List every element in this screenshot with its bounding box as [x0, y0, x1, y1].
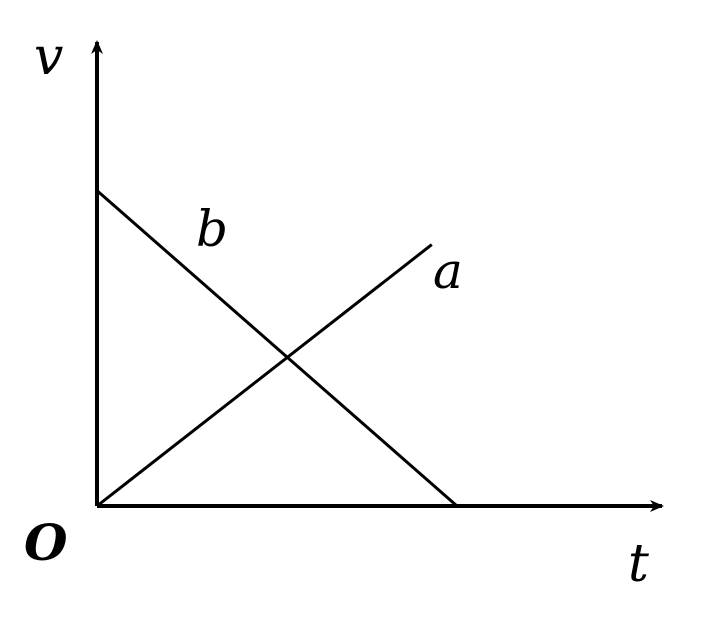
series-label-b: b — [196, 200, 228, 258]
origin-label: O — [24, 513, 68, 572]
series-label-a: a — [433, 242, 463, 300]
series-line-a — [96, 243, 433, 508]
y-axis-label: v — [34, 27, 63, 87]
series-layer: ab — [96, 189, 463, 508]
x-axis-label: t — [628, 534, 649, 594]
series-line-b — [96, 189, 458, 508]
